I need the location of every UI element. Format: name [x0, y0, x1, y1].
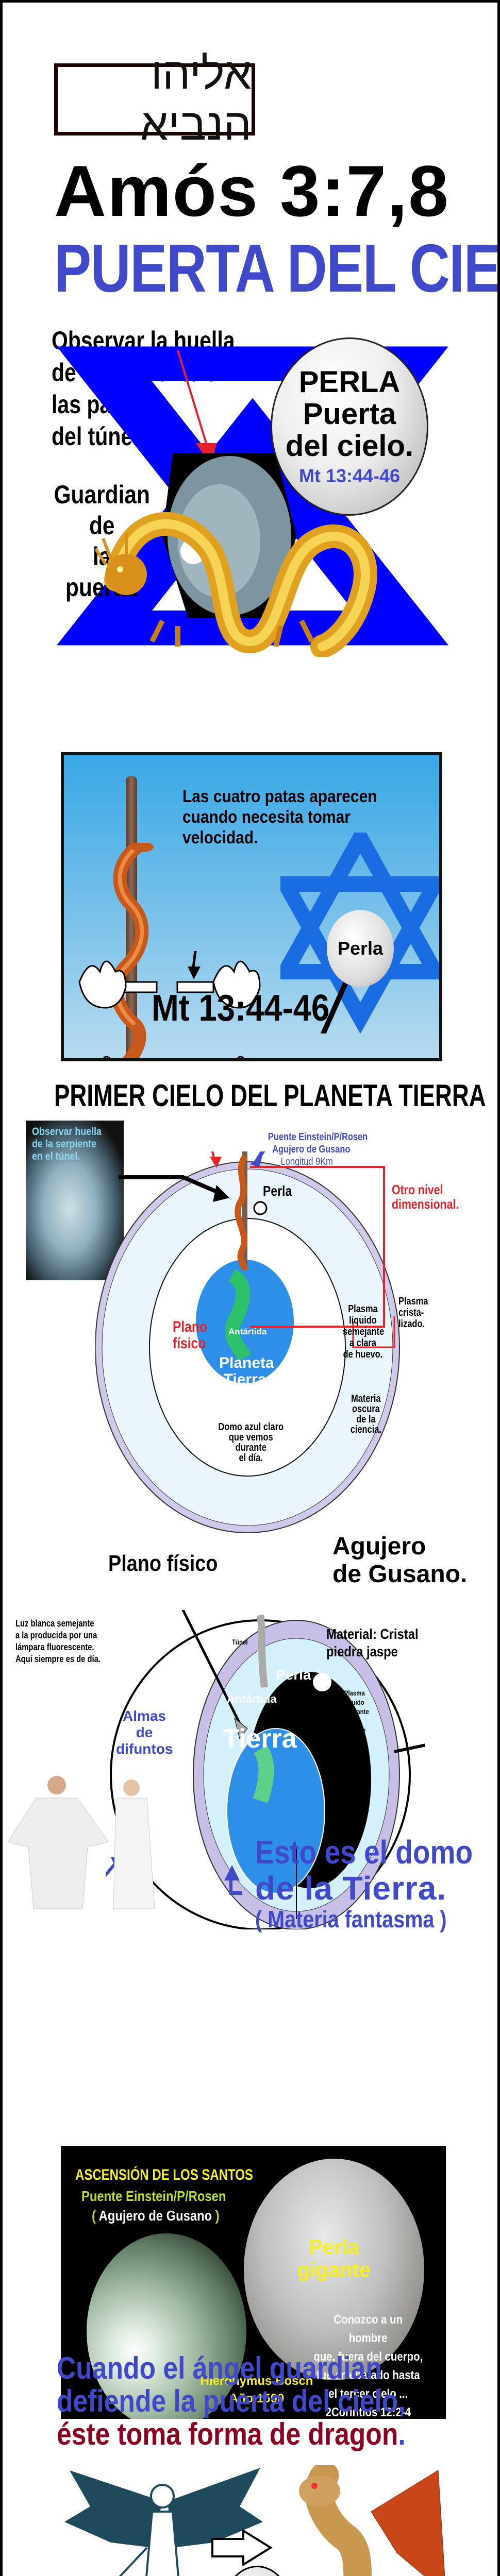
scripture-reference-amos: Amós 3:7,8: [54, 150, 449, 231]
pearl-gate-bubble: PERLA Puerta del cielo. Mt 13:44-46: [271, 337, 428, 516]
planet-earth-label: Planeta Tierra: [219, 1354, 274, 1388]
souls-label: Almas de difuntos: [116, 1708, 173, 1757]
plasma-label: Plasma líquido semejante a clara de huev…: [340, 1689, 369, 1743]
tunnel-thumbnail: Observar huella de la serpiente en el tú…: [26, 1121, 124, 1280]
section-title-primer-cielo: PRIMER CIELO DEL PLANETA TIERRA: [54, 1078, 486, 1113]
pearl: Perla: [327, 910, 394, 987]
dragon-claws-icon: [78, 951, 261, 1058]
ascension-title: ASCENSIÓN DE LOS SANTOS: [75, 2166, 253, 2183]
antarctica-label: Antártida: [227, 1692, 277, 1705]
corinthians-quote: Conozco a un hombre que, fuera del cuerp…: [313, 2313, 423, 2419]
pearl-label: Perla: [276, 1667, 311, 1683]
wormhole-label: Agujero de Gusano.: [332, 1533, 468, 1588]
physical-plane-title: Plano físico: [108, 1551, 218, 1576]
bosch-tunnel-painting: [87, 2233, 246, 2419]
four-legs-caption: Las cuatro patas aparecen cuando necesit…: [182, 787, 377, 848]
scripture-reference-mt: Mt 13:44-46: [152, 988, 330, 1029]
einstein-rosen-label: Puente Einstein/P/Rosen: [81, 2188, 226, 2204]
wormhole-subtitle: ( Agujero de Gusano ): [92, 2208, 220, 2224]
serpent-staff-illustration: Las cuatro patas aparecen cuando necesit…: [61, 752, 442, 1061]
physical-plane-label: Plano físico: [173, 1318, 207, 1352]
giant-pearl: Perla gigante: [244, 2159, 424, 2380]
dark-matter-label: Materia oscura de la ciencia.: [350, 1393, 381, 1435]
golden-dragon-icon: [95, 512, 377, 657]
thumb-caption: Observar huella de la serpiente en el tú…: [32, 1126, 102, 1162]
first-heaven-diagram: [95, 1151, 400, 1533]
artist-credit: Hieronymus Bosch Año 1500: [200, 2374, 313, 2405]
hebrew-title: אליהו הנביא: [140, 49, 252, 149]
liquid-plasma-label: Plasma líquido semejante a clara de huev…: [343, 1303, 385, 1360]
other-dimension-label: Otro nivel dimensional.: [392, 1182, 459, 1212]
bridge-label: Puente Einstein/P/Rosen Agujero de Gusan…: [268, 1131, 368, 1167]
material-label: Material: Cristal piedra jaspe: [326, 1626, 419, 1659]
guardian-statement: Cuando el ángel guardian defiende la pue…: [57, 2351, 406, 2451]
guardian-label: Guardian de la puerta.: [54, 480, 151, 602]
antarctica-label: Antártida: [228, 1327, 267, 1336]
dragon-icon: [299, 2465, 445, 2576]
headline-puerta-del-cielo: PUERTA DEL CIELO: [54, 230, 500, 306]
earth-label: Tierra: [223, 1724, 297, 1754]
angel-icon: [64, 2468, 263, 2576]
dome-note: Domo azul claro que vemos durante el día…: [218, 1421, 284, 1464]
hebrew-title-box: אליהו הנביא: [54, 49, 255, 149]
people-in-white-robes-icon: [7, 1776, 155, 1909]
crystal-plasma-label: Plasma crista- lizado.: [398, 1296, 428, 1330]
white-light-note: Luz blanca semejante a la producida por …: [15, 1618, 101, 1664]
dome-caption: Esto es el domo de la Tierra. ( Materia …: [255, 1834, 473, 1933]
arrow-up-icon: [224, 1865, 242, 1895]
arrow-right-icon: [211, 2530, 273, 2566]
earth-dome-diagram: [106, 1610, 425, 1929]
pearl-label: Perla: [263, 1183, 292, 1199]
red-arrow: [177, 350, 209, 449]
tunnel-label: Túnel: [232, 1638, 248, 1646]
ascension-panel: Perla gigante ASCENSIÓN DE LOS SANTOS Pu…: [61, 2146, 446, 2419]
